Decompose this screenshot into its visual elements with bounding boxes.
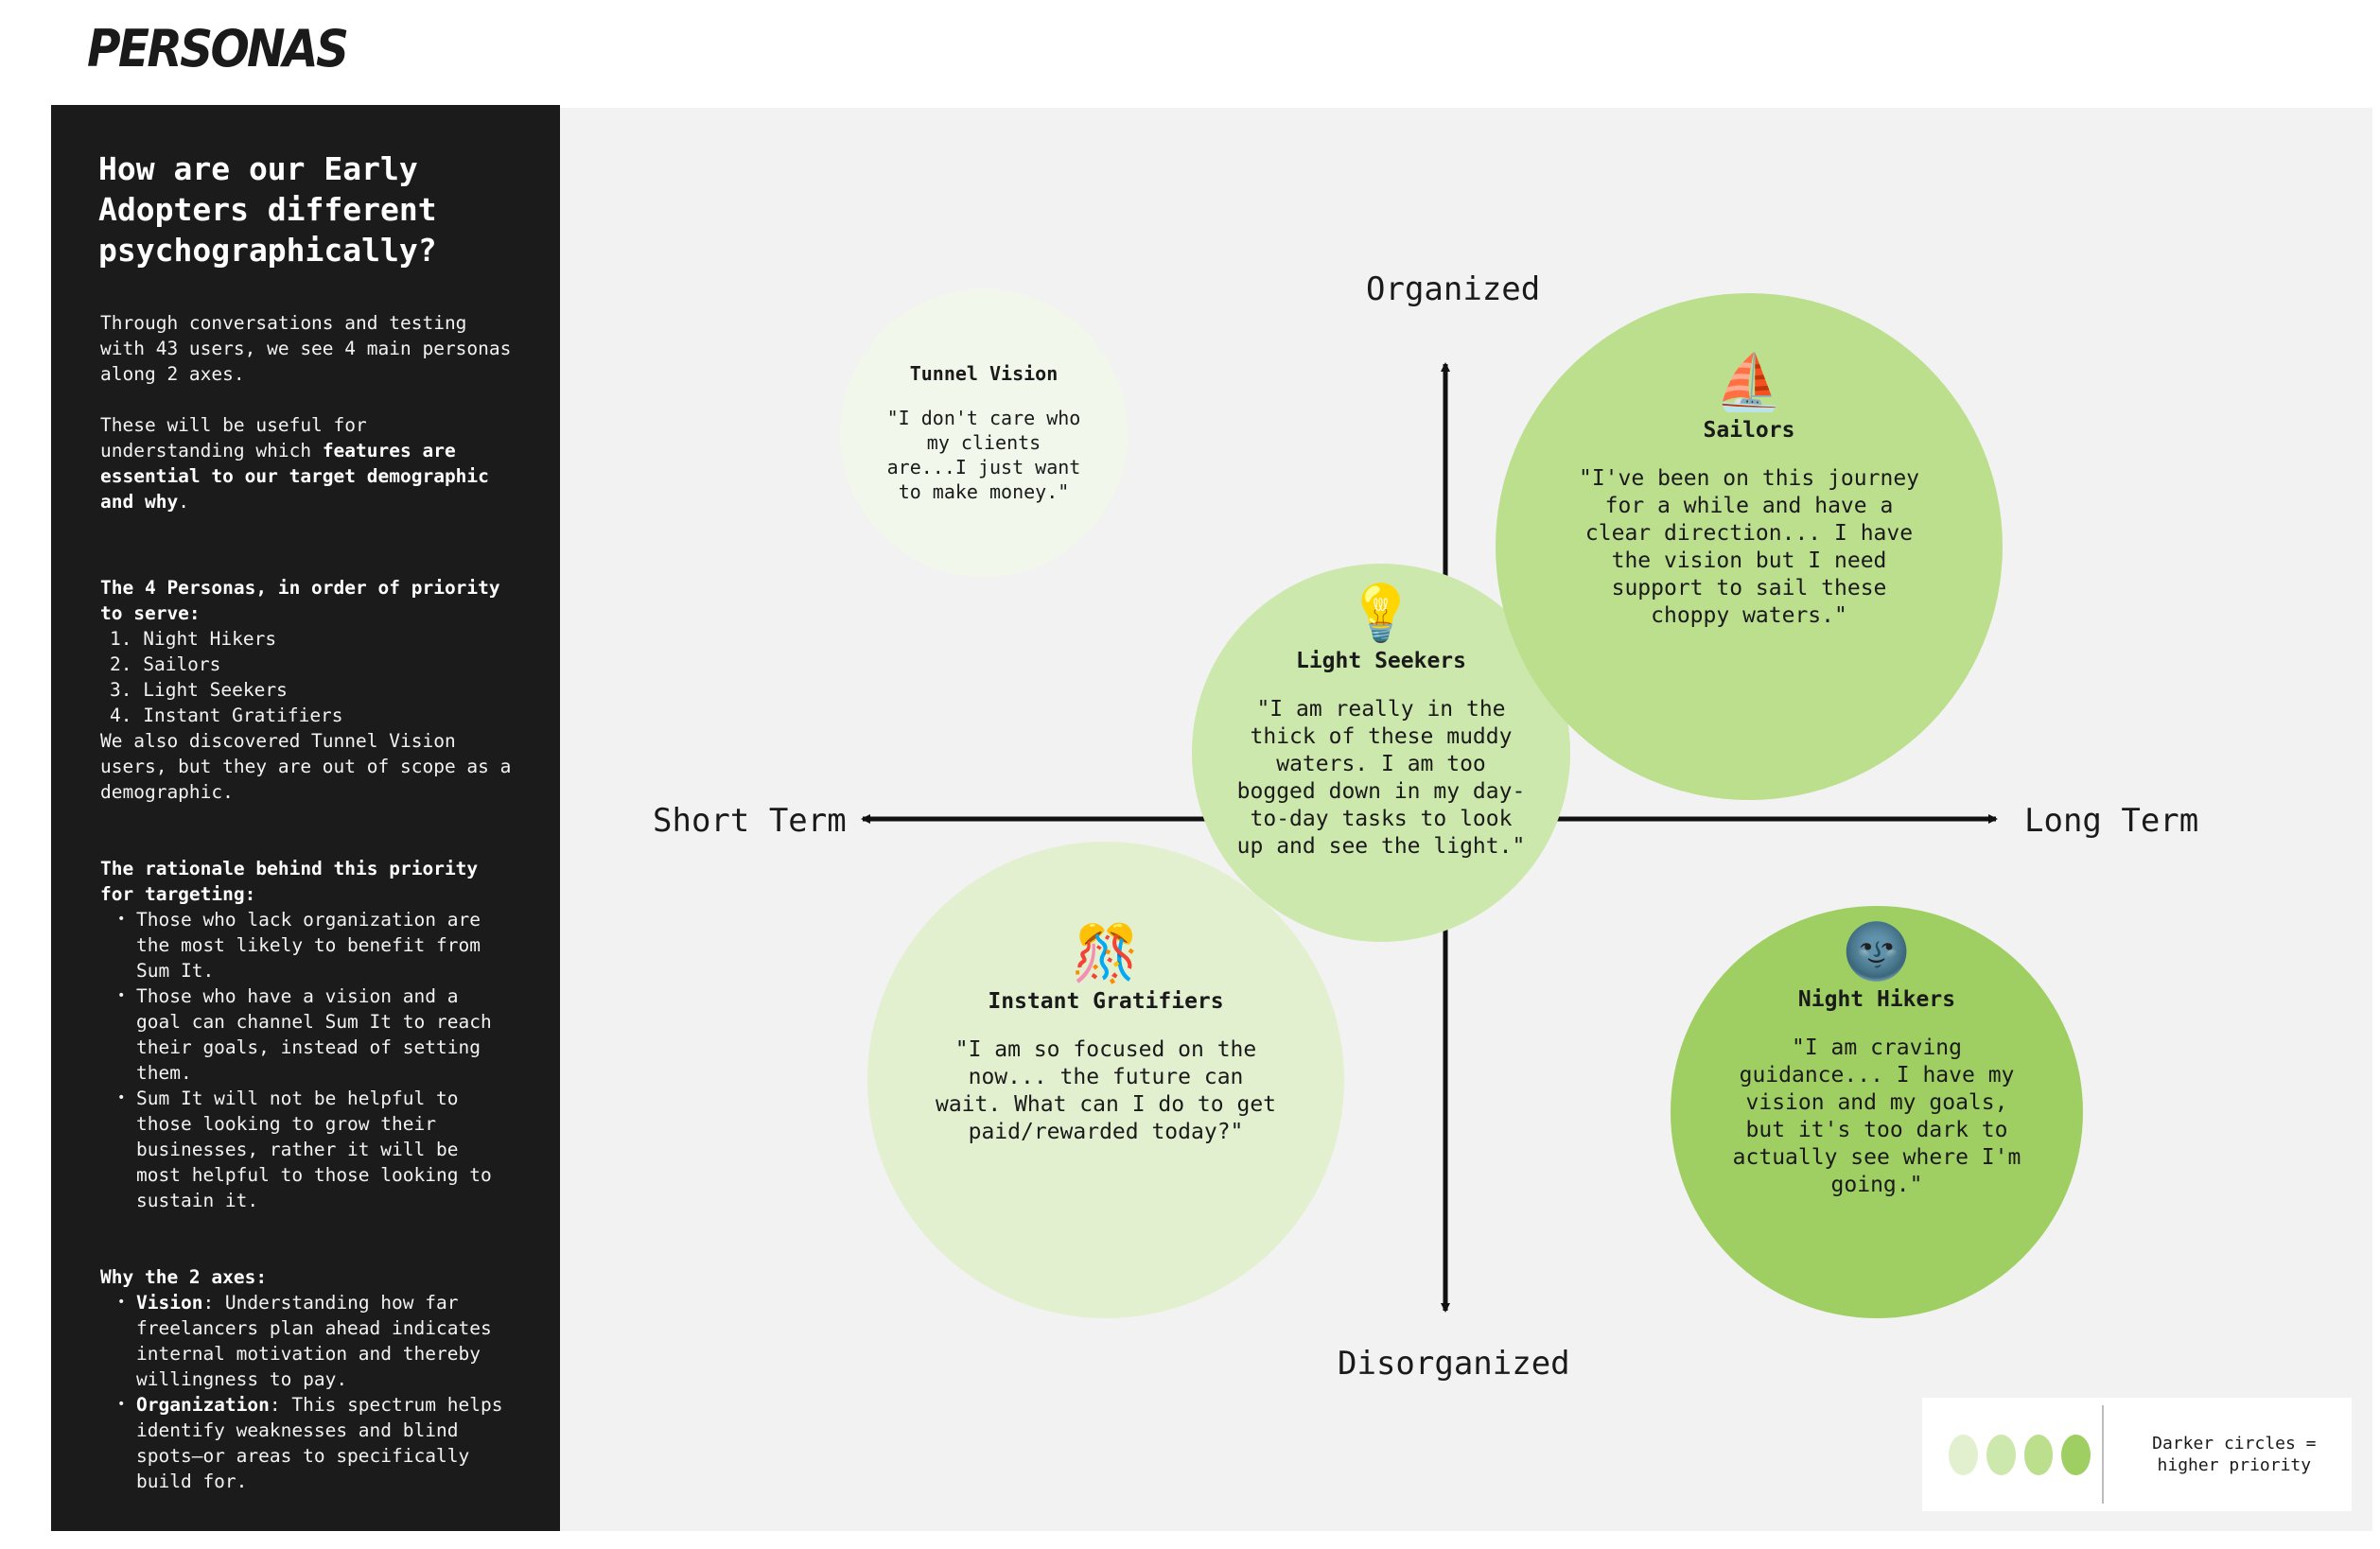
axes-text: : Understanding how far freelancers plan…	[136, 1292, 492, 1390]
axis-label-organized: Organized	[1366, 270, 1541, 308]
personas-list-item: 2. Sailors	[110, 653, 221, 675]
persona-name: Night Hikers	[1797, 987, 1956, 1012]
persona-map-canvas: Organized Disorganized Short Term Long T…	[560, 108, 2372, 1531]
persona-circle-light-seekers: 💡 Light Seekers "I am really in the thic…	[1192, 564, 1570, 942]
page-title: PERSONAS	[87, 19, 349, 78]
sidebar-intro: Through conversations and testing with 4…	[100, 312, 512, 385]
legend-text: Darker circles = higher priority	[2152, 1434, 2317, 1475]
party-popper-icon: 🎊	[1071, 921, 1141, 985]
legend-dot	[2061, 1434, 2091, 1475]
persona-quote: "I am so focused on the now... the futur…	[935, 1037, 1277, 1144]
axes-term: Vision	[136, 1292, 203, 1314]
legend-dot	[1949, 1434, 1978, 1475]
axes-item-organization: Organization: This spectrum helps identi…	[117, 1392, 513, 1494]
axis-label-disorganized: Disorganized	[1338, 1345, 1570, 1383]
personas-heading: The 4 Personas, in order of priority to …	[100, 577, 500, 624]
rationale-item: Sum It will not be helpful to those look…	[117, 1086, 513, 1213]
sidebar-useful: These will be useful for understanding w…	[100, 412, 513, 514]
tunnel-vision-note: We also discovered Tunnel Vision users, …	[100, 730, 512, 803]
axes-list: Vision: Understanding how far freelancer…	[98, 1290, 513, 1494]
rationale-heading: The rationale behind this priority for t…	[100, 858, 479, 905]
persona-circle-night-hikers: 🌚 Night Hikers "I am craving guidance...…	[1671, 906, 2083, 1318]
new-moon-face-icon: 🌚	[1842, 919, 1912, 983]
axis-label-long-term: Long Term	[2024, 802, 2199, 840]
personas-list-item: 4. Instant Gratifiers	[110, 705, 343, 726]
useful-suffix: .	[178, 491, 189, 513]
personas-list-item: 1. Night Hikers	[110, 628, 277, 650]
axis-label-short-term: Short Term	[653, 802, 847, 840]
sidebar-heading: How are our Early Adopters different psy…	[98, 150, 437, 269]
personas-list-item: 3. Light Seekers	[110, 679, 288, 701]
rationale-list: Those who lack organization are the most…	[98, 907, 513, 1213]
axes-text: : This spectrum helps identify weaknesse…	[136, 1394, 503, 1492]
persona-quote: "I am craving guidance... I have my visi…	[1732, 1036, 2021, 1197]
sidebar-panel: How are our Early Adopters different psy…	[51, 105, 560, 1531]
persona-name: Sailors	[1703, 418, 1795, 443]
persona-name: Tunnel Vision	[909, 362, 1059, 385]
rationale-section: The rationale behind this priority for t…	[98, 856, 513, 1213]
personas-section: The 4 Personas, in order of priority to …	[98, 575, 513, 805]
persona-circle-instant-gratifiers: 🎊 Instant Gratifiers "I am so focused on…	[867, 842, 1344, 1318]
axes-section: Why the 2 axes: Vision: Understanding ho…	[98, 1264, 513, 1494]
persona-circle-sailors: ⛵ Sailors "I've been on this journey for…	[1496, 293, 2003, 800]
persona-circle-tunnel-vision: Tunnel Vision "I don't care who my clien…	[840, 289, 1128, 577]
rationale-item: Those who lack organization are the most…	[117, 907, 513, 983]
persona-quote: "I've been on this journey for a while a…	[1578, 466, 1920, 628]
legend-dot	[1986, 1434, 2016, 1475]
personas-list: 1. Night Hikers 2. Sailors 3. Light Seek…	[98, 626, 513, 728]
legend-divider	[2102, 1405, 2104, 1504]
axes-item-vision: Vision: Understanding how far freelancer…	[117, 1290, 513, 1392]
legend-dot	[2023, 1434, 2054, 1475]
useful-prefix: These will be useful for understanding w…	[100, 414, 367, 461]
useful-bold: features are essential to our target dem…	[100, 440, 489, 513]
priority-legend: Darker circles = higher priority	[1922, 1398, 2352, 1511]
axes-heading: Why the 2 axes:	[100, 1266, 268, 1288]
rationale-item: Those who have a vision and a goal can c…	[117, 983, 513, 1086]
persona-name: Light Seekers	[1295, 649, 1466, 673]
persona-name: Instant Gratifiers	[988, 989, 1224, 1014]
persona-quote: "I am really in the thick of these muddy…	[1236, 697, 1526, 859]
persona-quote: "I don't care who my clients are...I jus…	[886, 407, 1081, 503]
axes-term: Organization	[136, 1394, 270, 1416]
light-bulb-icon: 💡	[1346, 581, 1416, 645]
sailboat-icon: ⛵	[1714, 350, 1784, 414]
